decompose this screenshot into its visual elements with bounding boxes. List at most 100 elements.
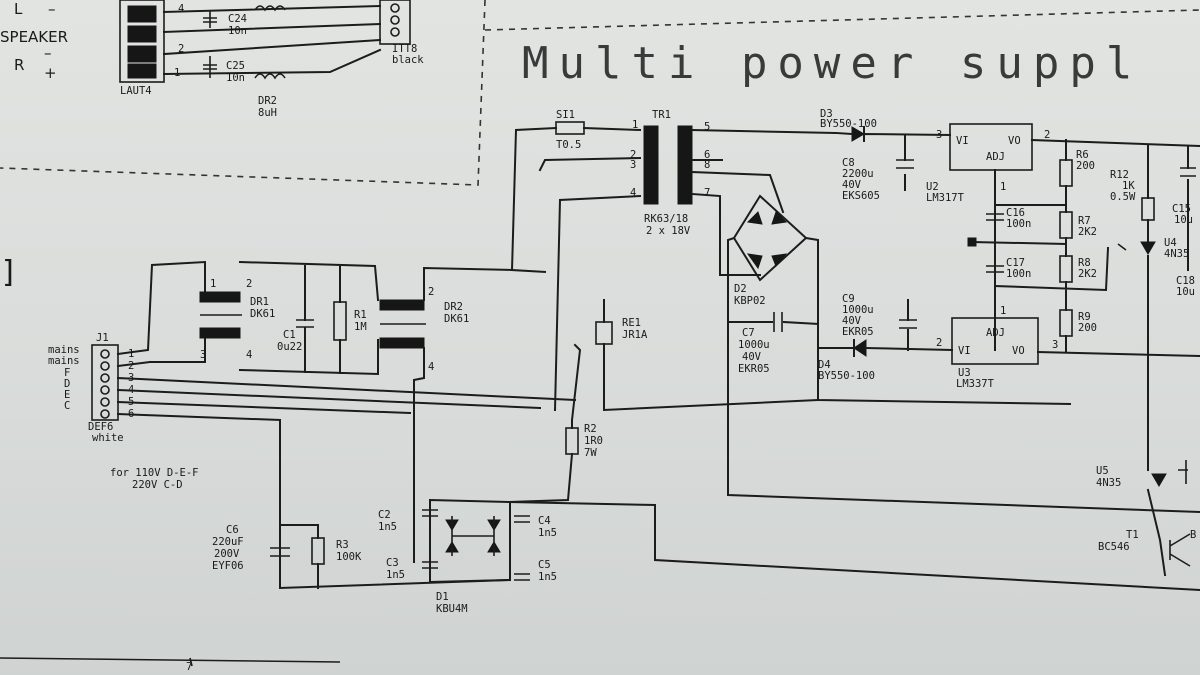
u3-output-wire <box>1036 350 1200 358</box>
itt8-connector <box>379 0 411 45</box>
u3-adj: ADJ <box>986 327 1005 339</box>
itt8-color: black <box>392 54 424 66</box>
c9-value-part: EKR05 <box>842 326 874 338</box>
c24-label: C24 <box>228 13 247 25</box>
inductor-top <box>254 5 286 12</box>
j1-label: J1 <box>96 332 109 344</box>
u2-vo: VO <box>1008 135 1021 147</box>
dr1-pin4: 4 <box>246 349 252 361</box>
left-edge-mark: ] <box>0 255 18 290</box>
r1-value: 1M <box>354 321 367 333</box>
dr2-value: DK61 <box>444 313 469 325</box>
d4-c9-wires <box>817 299 954 357</box>
c6-value-cap: 220uF <box>212 536 244 548</box>
c15-symbol <box>1180 167 1196 177</box>
page-title: Multi power suppl <box>522 38 1142 89</box>
c25-symbol <box>203 56 217 78</box>
c5-label: C5 <box>538 559 551 571</box>
u2-wires <box>994 138 1200 351</box>
j1-pin2: 2 <box>128 360 134 372</box>
j1-pin1: 1 <box>128 348 134 360</box>
c16-value: 100n <box>1006 218 1031 230</box>
tr1-secondary-core <box>677 125 693 205</box>
c15-label: C15 <box>1172 203 1191 215</box>
r7-symbol <box>1059 211 1073 239</box>
voltage-note-220: 220V C-D <box>132 479 183 491</box>
j1-pin <box>100 361 110 371</box>
divider-wires <box>970 204 1110 353</box>
d3-wires <box>834 126 952 142</box>
r1-symbol <box>333 301 347 341</box>
pin-2: 2 <box>178 43 184 55</box>
dr1-pin2: 2 <box>246 278 252 290</box>
u3-regulator-box <box>951 317 1039 365</box>
j1-row-e: E <box>64 389 70 401</box>
dr2-top-label: DR2 <box>258 95 277 107</box>
u2-adj: ADJ <box>986 151 1005 163</box>
c16-c17-symbols <box>986 213 1004 273</box>
u2-value: LM317T <box>926 192 965 204</box>
filter-wires <box>238 260 380 376</box>
c9-value-volt: 40V <box>842 315 862 327</box>
r2-value-ohm: 1R0 <box>584 435 603 447</box>
speaker-wires <box>162 4 382 76</box>
tr1-pin3: 3 <box>630 159 636 171</box>
itt8-label: ITT8 <box>392 43 417 55</box>
c7-value-part: EKR05 <box>738 363 770 375</box>
c6-r3-wires <box>279 524 319 589</box>
r3-value: 100K <box>336 551 362 563</box>
j1-row-mains2: mains <box>48 355 80 367</box>
relay-wires <box>571 299 820 429</box>
tr1-pin5: 5 <box>704 121 710 133</box>
u4-led-symbol <box>1140 241 1156 255</box>
r8-label: R8 <box>1078 257 1091 269</box>
dr2-output-wires <box>413 126 558 563</box>
r6-value: 200 <box>1076 160 1095 172</box>
t1-transistor-symbol <box>1169 533 1191 567</box>
voltage-note-110: for 110V D-E-F <box>110 467 199 479</box>
itt8-pin <box>390 27 400 37</box>
c8-value-volt: 40V <box>842 179 862 191</box>
c1-value: 0u22 <box>277 341 302 353</box>
c5-value: 1n5 <box>538 571 557 583</box>
si1-value: T0.5 <box>556 139 581 151</box>
r8-symbol <box>1059 255 1073 283</box>
c3-value: 1n5 <box>386 569 405 581</box>
j1-row-c: C <box>64 400 70 412</box>
r2-wire <box>508 452 574 504</box>
d3-value: BY550-100 <box>820 118 877 130</box>
r12-label: R12 <box>1110 169 1129 181</box>
c24-symbol <box>203 10 217 28</box>
r3-label: R3 <box>336 539 349 551</box>
r9-label: R9 <box>1078 311 1091 323</box>
junction-dot <box>967 237 977 247</box>
dr2-pin2: 2 <box>428 286 434 298</box>
si1-label: SI1 <box>556 109 575 121</box>
d2-diodes <box>746 211 788 270</box>
u5-led-symbol <box>1151 473 1167 487</box>
opto-arrows <box>1117 243 1188 484</box>
speaker-label: SPEAKER <box>0 28 68 46</box>
c6-label: C6 <box>226 524 239 536</box>
d2-bridge-outline <box>732 194 808 282</box>
c18-value: 10u <box>1176 286 1195 298</box>
c4-label: C4 <box>538 515 551 527</box>
r12-value-watt: 0.5W <box>1110 191 1136 203</box>
c15-value: 10u <box>1174 214 1193 226</box>
j1-pin4: 4 <box>128 384 134 396</box>
c7-wires <box>727 320 820 326</box>
r12-symbol <box>1141 197 1155 221</box>
speaker-r-minus: – <box>44 44 52 62</box>
j1-pin <box>100 409 110 419</box>
laut4-pin <box>127 63 157 79</box>
r2-value-watt: 7W <box>584 447 597 459</box>
fuse-wire <box>582 126 642 132</box>
c2-label: C2 <box>378 509 391 521</box>
dr1-label: DR1 <box>250 296 269 308</box>
u3-label: U3 <box>958 367 971 379</box>
j1-pin5: 5 <box>128 396 134 408</box>
tr1-pin1: 1 <box>632 119 638 131</box>
d1-bridge-inner <box>451 516 495 556</box>
u2-pin2: 2 <box>1044 129 1050 141</box>
border-mark: 7 <box>186 661 192 673</box>
